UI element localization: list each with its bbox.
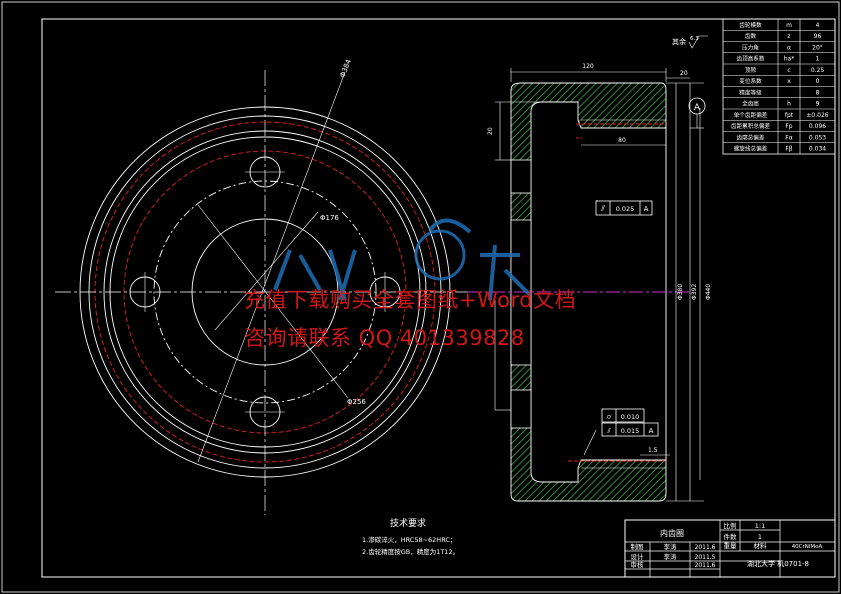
param-symbol: z — [787, 33, 790, 40]
param-name: 螺旋线总偏差 — [734, 145, 768, 153]
tb-drawer-name: 李涛 — [664, 542, 678, 551]
tb-drawer-date: 2011.6 — [695, 544, 716, 551]
tb-title: 内齿圈 — [660, 528, 684, 538]
param-name: 齿廓总偏差 — [737, 133, 765, 141]
tb-institution: 湖北大学 机0701-8 — [747, 559, 809, 568]
slot-1 — [510, 159, 532, 194]
params-table: 齿轮模数 m 4 齿数 z 96 压力角 α 20° 齿顶高系数 ha* 1 顶隙 c 0.25 变位系数 x 0… — [722, 18, 836, 155]
tolerance-frame-upper: ⫽ 0.025 A — [595, 200, 653, 216]
param-value: 0 — [816, 78, 820, 85]
dim-diam-outer: Φ440 — [705, 284, 712, 300]
param-value: 0.034 — [809, 146, 826, 153]
param-symbol: Fp — [785, 123, 792, 130]
watermark-line-2: 咨询请联系 QQ 401339828 — [244, 326, 525, 350]
watermark-line-1: 充值下载购买全套图纸+Word文档 — [244, 288, 577, 312]
param-name: 单个齿距偏差 — [734, 111, 768, 119]
param-value: 0.096 — [809, 123, 826, 130]
param-name: 齿顶高系数 — [737, 55, 765, 63]
param-symbol: c — [787, 67, 790, 74]
svg-text:A: A — [649, 427, 654, 435]
tb-scale-label: 比例 — [724, 521, 737, 530]
param-name: 全齿高 — [742, 100, 759, 108]
title-block — [624, 519, 836, 578]
tb-designer-date: 2011.5 — [695, 554, 716, 561]
label-d3: Φ176 — [320, 214, 339, 222]
param-value: 0.25 — [811, 67, 825, 74]
param-name: 压力角 — [742, 43, 759, 51]
roughness-symbol — [688, 35, 708, 49]
param-value: 1 — [816, 56, 820, 63]
inner-frame — [41, 18, 836, 578]
tb-material-value: 40CrNiMoA — [792, 544, 823, 550]
param-value: 96 — [814, 33, 822, 40]
param-name: 齿轮模数 — [739, 21, 762, 29]
tech-item-2: 2.齿轮精度按GB，精度为1T12。 — [362, 547, 459, 556]
param-symbol: x — [787, 78, 791, 85]
param-symbol: h — [787, 101, 791, 108]
param-symbol: ha* — [784, 56, 794, 63]
dim-bottom: 1.5 — [648, 447, 658, 454]
param-name: 齿数 — [745, 32, 757, 40]
param-symbol: α — [787, 44, 791, 51]
tb-drawer-role: 制图 — [631, 542, 644, 551]
dim-diam-mid: Φ392 — [691, 284, 698, 300]
param-symbol: fpt — [785, 112, 794, 119]
svg-text:⌭: ⌭ — [606, 413, 611, 421]
tb-weight-label: 重量 — [724, 542, 738, 550]
logo-watermark — [273, 218, 532, 301]
param-symbol: m — [786, 22, 792, 29]
slot-3 — [510, 389, 532, 429]
tol-lower-leader — [583, 429, 597, 456]
label-d1: Φ384 — [338, 58, 353, 79]
svg-text:A: A — [644, 205, 649, 213]
front-view — [55, 70, 475, 515]
dim-inner: 80 — [618, 137, 626, 144]
datum-letter: A — [694, 103, 701, 113]
tb-material-label: 材料 — [754, 541, 768, 550]
svg-text:⫽: ⫽ — [606, 427, 611, 435]
tb-count-label: 件数 — [724, 532, 738, 541]
svg-text:0.025: 0.025 — [616, 205, 635, 213]
param-symbol: Fβ — [785, 146, 792, 153]
param-value: 0.053 — [809, 134, 826, 141]
param-value: 8 — [816, 89, 820, 96]
tb-checker-date: 2011.6 — [695, 562, 716, 569]
param-value: 4 — [816, 22, 820, 29]
param-symbol: Fα — [785, 134, 792, 141]
leader-d3 — [214, 211, 319, 331]
tolerance-frame-lower-1: ⌭ 0.010 — [601, 408, 645, 423]
tb-designer-role: 设计 — [631, 552, 645, 561]
tech-heading: 技术要求 — [390, 517, 426, 529]
svg-text:⫽: ⫽ — [600, 204, 605, 213]
param-name: 齿距累积总偏差 — [731, 122, 771, 130]
svg-text:0.010: 0.010 — [621, 413, 640, 421]
svg-text:0.015: 0.015 — [621, 427, 640, 435]
dim-left: 20 — [487, 127, 494, 135]
label-d2: Φ256 — [347, 398, 366, 406]
tech-item-1: 1.渗碳淬火，HRC58~62HRC； — [362, 535, 456, 544]
tolerance-frame-lower-2: ⫽ 0.015 A — [601, 422, 659, 437]
param-name: 顶隙 — [745, 66, 757, 74]
roughness-note: 其余 — [672, 37, 686, 46]
leader-d2 — [197, 204, 349, 399]
dim-diam-inner: Φ380 — [677, 284, 684, 300]
param-value: 20° — [812, 44, 823, 51]
section-view: A 120 20 80 20 Φ440 Φ392 Φ380 1.5 ⫽ 0.02… — [468, 63, 712, 502]
param-value: ±0.026 — [806, 112, 828, 119]
tb-designer-name: 李涛 — [664, 552, 678, 561]
param-name: 变位系数 — [739, 77, 762, 85]
datum-circle — [688, 97, 706, 115]
param-value: 9 — [816, 101, 820, 108]
tb-checker-role: 审核 — [631, 560, 645, 569]
param-name: 精度等级 — [739, 88, 762, 96]
section-hatch — [510, 82, 667, 502]
tb-count-value: 1 — [758, 533, 762, 541]
dim-width-top: 120 — [582, 63, 594, 70]
roughness-value: 6.3 — [690, 36, 699, 42]
dim-right-top: 20 — [680, 70, 688, 77]
tb-scale-value: 1:1 — [755, 522, 765, 530]
leader-d1 — [197, 71, 346, 463]
